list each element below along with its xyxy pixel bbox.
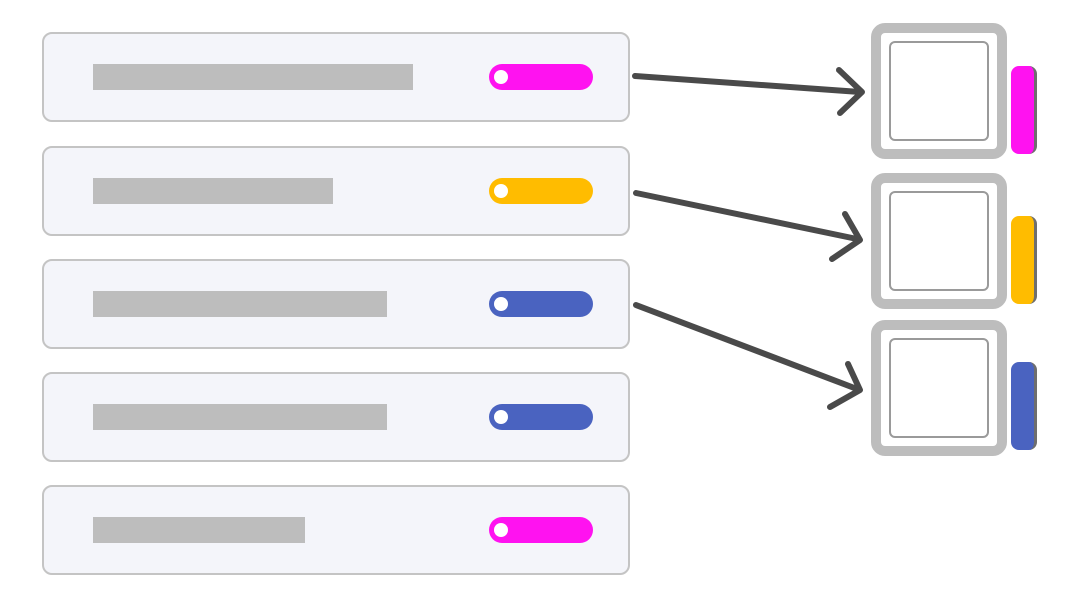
toggle-pill-5[interactable] [489,517,593,543]
arrow-2 [633,190,863,262]
list-item-5[interactable] [42,485,630,575]
placeholder-text-bar [93,404,387,430]
placeholder-text-bar [93,64,413,90]
toggle-knob [494,410,508,424]
frame-inner [889,338,989,438]
target-box-2 [871,173,1037,309]
target-box-3 [871,320,1037,456]
list-item-4[interactable] [42,372,630,462]
color-tab-3 [1011,362,1037,450]
placeholder-text-bar [93,517,305,543]
toggle-knob [494,184,508,198]
square-frame-icon [871,320,1007,456]
arrow-3 [633,302,863,410]
color-tab-2 [1011,216,1037,304]
toggle-pill-3[interactable] [489,291,593,317]
list-item-2[interactable] [42,146,630,236]
square-frame-icon [871,23,1007,159]
toggle-pill-1[interactable] [489,64,593,90]
placeholder-text-bar [93,178,333,204]
toggle-knob [494,70,508,84]
placeholder-text-bar [93,291,387,317]
arrow-1 [632,67,865,116]
toggle-knob [494,523,508,537]
frame-inner [889,41,989,141]
list-item-1[interactable] [42,32,630,122]
toggle-pill-4[interactable] [489,404,593,430]
list-item-3[interactable] [42,259,630,349]
square-frame-icon [871,173,1007,309]
frame-inner [889,191,989,291]
toggle-knob [494,297,508,311]
color-tab-1 [1011,66,1037,154]
target-box-1 [871,23,1037,159]
toggle-pill-2[interactable] [489,178,593,204]
